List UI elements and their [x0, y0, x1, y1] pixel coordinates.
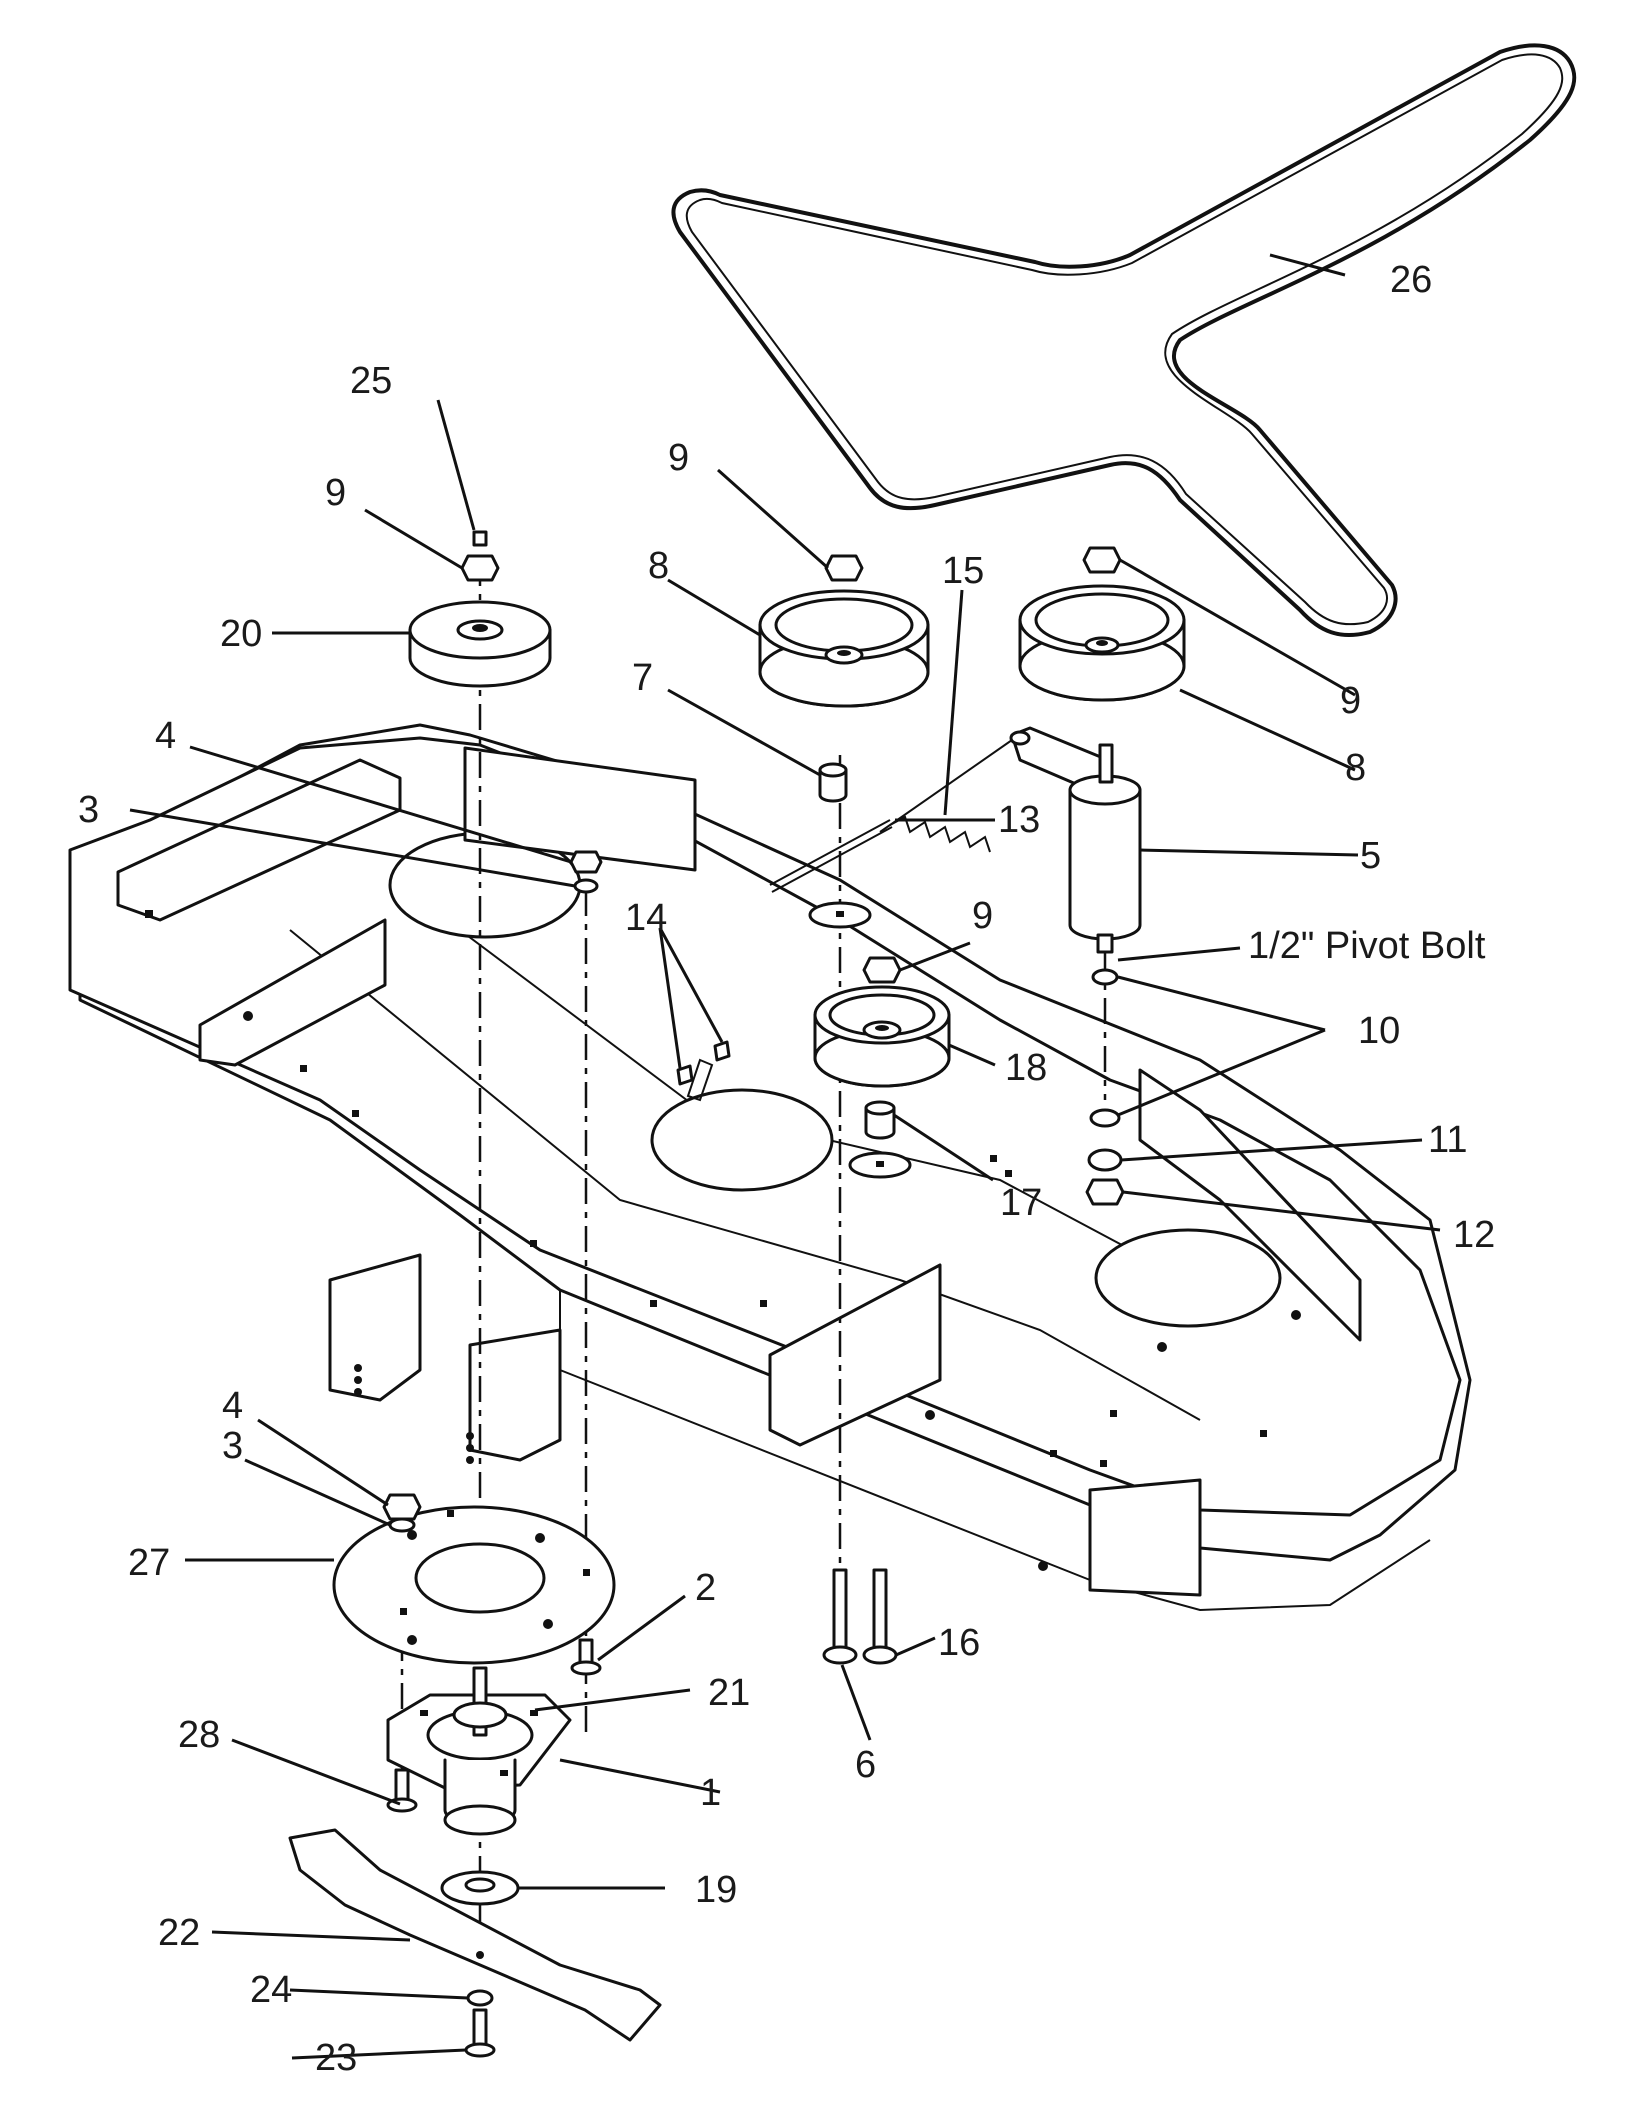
callout-24: 24 — [250, 1969, 292, 2011]
spacer-7 — [818, 762, 848, 803]
pulley-8-center — [758, 589, 930, 708]
callout-21: 21 — [708, 1672, 750, 1714]
grease-fitting-25 — [472, 530, 488, 547]
spindle-shaft-21 — [452, 1666, 508, 1737]
hex-nut-9-right — [1082, 546, 1122, 574]
eyebolt-13 — [769, 819, 893, 893]
pulley-18 — [813, 985, 951, 1088]
callout-2: 2 — [695, 1567, 716, 1609]
bushing-11 — [1087, 1148, 1123, 1172]
hex-nut-9-center — [824, 554, 864, 582]
callout-13: 13 — [998, 799, 1040, 841]
callout-22: 22 — [158, 1912, 200, 1954]
callout-23: 23 — [315, 2037, 357, 2079]
callout-14: 14 — [625, 897, 667, 939]
callout-26: 26 — [1390, 259, 1432, 301]
callout-10: 10 — [1358, 1010, 1400, 1052]
mower-deck — [68, 723, 1472, 1612]
callout-15: 15 — [942, 550, 984, 592]
callout-9: 9 — [1340, 680, 1361, 722]
bolt-28 — [386, 1768, 418, 1813]
washer-10-lower — [1089, 1108, 1121, 1128]
callout-8: 8 — [648, 545, 669, 587]
washer-center — [808, 901, 872, 929]
washer-3-top — [573, 878, 599, 894]
callout-12: 12 — [1453, 1214, 1495, 1256]
hairpin-clip-14 — [676, 1040, 731, 1102]
pivot-bolt-note: 1/2" Pivot Bolt — [1248, 925, 1486, 967]
carriage-bolt-6 — [822, 1568, 858, 1665]
callout-9: 9 — [668, 437, 689, 479]
lock-washer-24 — [466, 1989, 494, 2007]
washer-3-bottom — [388, 1517, 416, 1533]
callout-20: 20 — [220, 613, 262, 655]
locknut-4-bottom — [382, 1493, 422, 1521]
carriage-bolt-16 — [862, 1568, 898, 1665]
spacer-17 — [864, 1100, 896, 1140]
washer-17 — [848, 1151, 912, 1179]
callout-4: 4 — [155, 715, 176, 757]
blade-opening-right — [1094, 1228, 1282, 1328]
callout-19: 19 — [695, 1869, 737, 1911]
callout-17: 17 — [1000, 1182, 1042, 1224]
hex-nut-9-lower — [862, 956, 902, 984]
blade-bolt-23 — [464, 2008, 496, 2058]
callout-25: 25 — [350, 360, 392, 402]
callout-8: 8 — [1345, 747, 1366, 789]
mower-blade-22 — [288, 1828, 662, 2042]
callout-6: 6 — [855, 1744, 876, 1786]
callout-labels: 25 9 20 4 3 9 8 15 7 13 9 14 9 8 26 5 1/… — [78, 259, 1495, 2079]
nut-12 — [1085, 1178, 1125, 1206]
callout-4: 4 — [222, 1385, 243, 1427]
callout-18: 18 — [1005, 1047, 1047, 1089]
spindle-assembly-1 — [386, 1693, 572, 1836]
callout-5: 5 — [1360, 835, 1381, 877]
bearing-plate-27 — [332, 1505, 616, 1665]
hex-nut-9-left — [460, 554, 500, 582]
blade-opening-center — [650, 1088, 834, 1192]
idler-arm-5 — [1009, 726, 1142, 954]
bolt-2 — [570, 1638, 602, 1676]
locknut-4-top — [569, 850, 603, 874]
callout-11: 11 — [1428, 1119, 1467, 1161]
callout-28: 28 — [178, 1714, 220, 1756]
callout-3: 3 — [222, 1425, 243, 1467]
callout-16: 16 — [938, 1622, 980, 1664]
pulley-20 — [408, 600, 552, 688]
callout-9: 9 — [972, 895, 993, 937]
callout-3: 3 — [78, 789, 99, 831]
drive-belt — [671, 43, 1577, 637]
washer-10-top — [1091, 968, 1119, 986]
callout-9: 9 — [325, 472, 346, 514]
leader-lines — [129, 253, 1441, 2060]
callout-1: 1 — [700, 1772, 721, 1814]
callout-27: 27 — [128, 1542, 170, 1584]
blade-washer-19 — [440, 1870, 520, 1906]
pulley-8-right — [1018, 584, 1186, 702]
callout-7: 7 — [632, 657, 653, 699]
